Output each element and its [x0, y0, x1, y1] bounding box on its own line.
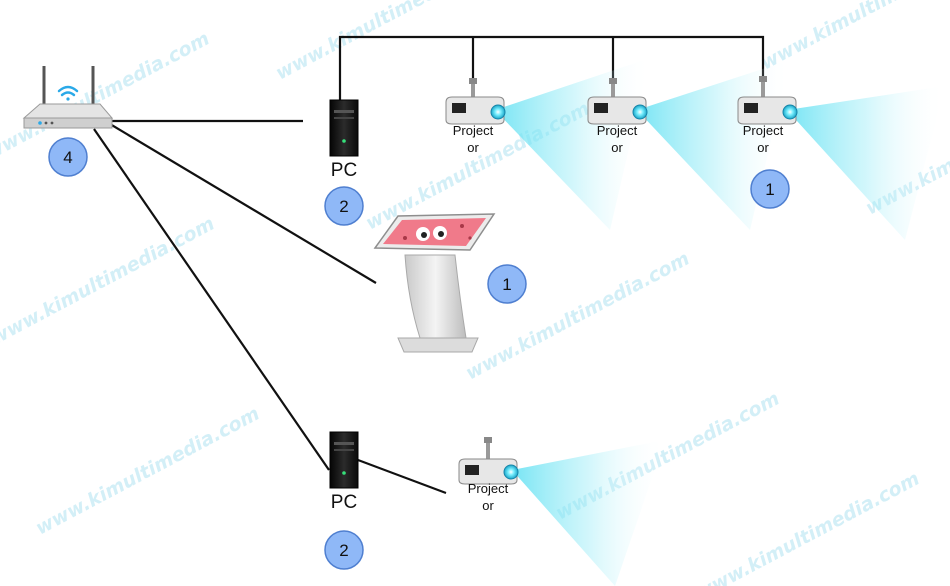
- projector-4-label-line1: Project: [468, 481, 509, 496]
- projector-3: Project or: [737, 76, 945, 240]
- pc-bottom-badge-number: 2: [339, 541, 348, 560]
- wifi-icon: [57, 85, 79, 101]
- pc-top-label: PC: [331, 160, 357, 181]
- projector-2-label-line2: or: [611, 140, 623, 155]
- projector-group-badge: 1: [750, 169, 790, 209]
- projector-1-label-line2: or: [467, 140, 479, 155]
- watermark: www.kimultimedia.com: [0, 213, 218, 350]
- projector-3-label-line1: Project: [743, 123, 784, 138]
- watermark: www.kimultimedia.com: [0, 28, 213, 165]
- watermark: www.kimultimedia.com: [272, 0, 503, 84]
- connection-lines: [93, 35, 765, 495]
- projector-3-label-line2: or: [757, 140, 769, 155]
- projector-1-label-line1: Project: [453, 123, 494, 138]
- kiosk-screen-graphic: [403, 224, 472, 241]
- pc-top: PC: [329, 99, 359, 181]
- pc-top-badge-number: 2: [339, 197, 348, 216]
- kiosk-badge-number: 1: [502, 275, 511, 294]
- kiosk-badge: 1: [487, 264, 527, 304]
- router-to-pc-bottom-line: [93, 128, 330, 471]
- pc-top-to-projectors-bus: [338, 35, 765, 100]
- router-badge-number: 4: [63, 148, 72, 167]
- wifi-router: [22, 66, 114, 129]
- pc-bottom-badge: 2: [324, 530, 364, 570]
- pc-bottom-label: PC: [331, 492, 357, 513]
- projector-group-badge-number: 1: [765, 180, 774, 199]
- router-badge: 4: [48, 137, 88, 177]
- projector-4: Project or: [458, 437, 665, 586]
- projector-4-label-line2: or: [482, 498, 494, 513]
- watermark: www.kimultimedia.com: [692, 468, 923, 586]
- watermark: www.kimultimedia.com: [32, 403, 263, 540]
- pc-bottom: PC: [329, 431, 359, 513]
- pc-top-badge: 2: [324, 186, 364, 226]
- pc-bottom-to-projector-line: [357, 458, 447, 495]
- projector-2-label-line1: Project: [597, 123, 638, 138]
- kiosk-touchscreen: [373, 213, 496, 353]
- router-to-kiosk-line: [109, 123, 377, 284]
